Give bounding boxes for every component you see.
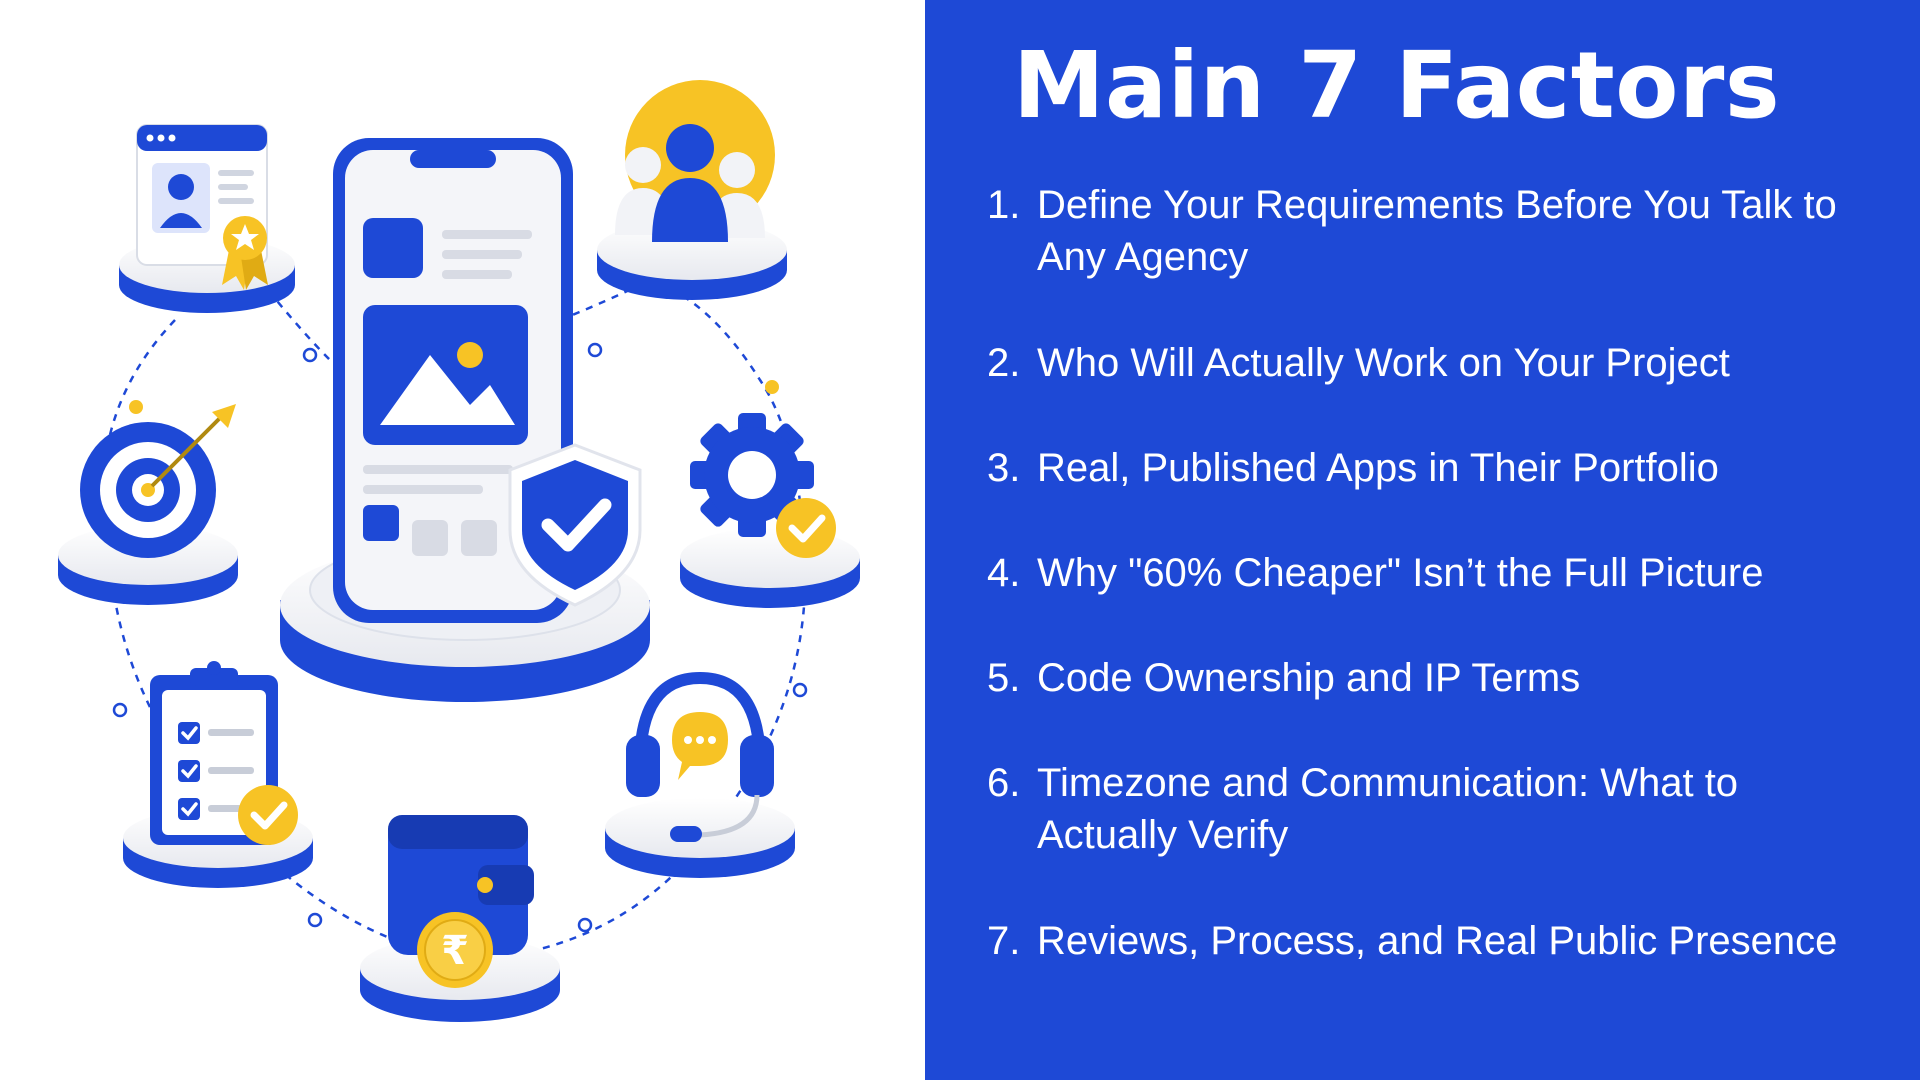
factor-number: 2.	[987, 340, 1021, 385]
factor-text: Timezone and Communication: What to Actu…	[1037, 760, 1739, 857]
profile-certificate-icon	[119, 124, 295, 313]
factor-item-4: 4. Why "60% Cheaper" Isn’t the Full Pict…	[987, 547, 1880, 599]
smartphone-app-icon	[333, 138, 573, 623]
svg-text:₹: ₹	[441, 928, 469, 974]
factor-item-6: 6. Timezone and Communication: What to A…	[987, 757, 1880, 861]
factor-text: Real, Published Apps in Their Portfolio	[1037, 445, 1719, 490]
factor-number: 1.	[987, 182, 1021, 227]
target-arrow-icon	[58, 400, 238, 605]
factor-text: Define Your Requirements Before You Talk…	[1037, 182, 1837, 279]
factor-list: 1. Define Your Requirements Before You T…	[987, 179, 1880, 967]
wallet-rupee-coin-icon: ₹	[360, 815, 560, 1022]
factor-item-3: 3. Real, Published Apps in Their Portfol…	[987, 442, 1880, 494]
factor-number: 3.	[987, 445, 1021, 490]
clipboard-checklist-icon	[123, 661, 313, 888]
factor-item-1: 1. Define Your Requirements Before You T…	[987, 179, 1880, 283]
factor-number: 5.	[987, 655, 1021, 700]
headset-chat-icon	[605, 671, 795, 878]
factor-text: Reviews, Process, and Real Public Presen…	[1037, 918, 1838, 963]
app-development-illustration: ₹	[0, 0, 925, 1080]
factor-item-5: 5. Code Ownership and IP Terms	[987, 652, 1880, 704]
shield-check-icon	[508, 443, 642, 607]
page-title: Main 7 Factors	[1013, 32, 1781, 139]
factor-number: 6.	[987, 760, 1021, 805]
factor-number: 4.	[987, 550, 1021, 595]
factor-item-2: 2. Who Will Actually Work on Your Projec…	[987, 337, 1880, 389]
factor-text: Why "60% Cheaper" Isn’t the Full Picture	[1037, 550, 1764, 595]
factor-item-7: 7. Reviews, Process, and Real Public Pre…	[987, 915, 1880, 967]
gear-check-icon	[680, 380, 860, 608]
factor-text: Who Will Actually Work on Your Project	[1037, 340, 1730, 385]
factor-text: Code Ownership and IP Terms	[1037, 655, 1581, 700]
team-people-icon	[597, 80, 787, 300]
factor-number: 7.	[987, 918, 1021, 963]
factors-panel: Main 7 Factors 1. Define Your Requiremen…	[925, 0, 1920, 1080]
